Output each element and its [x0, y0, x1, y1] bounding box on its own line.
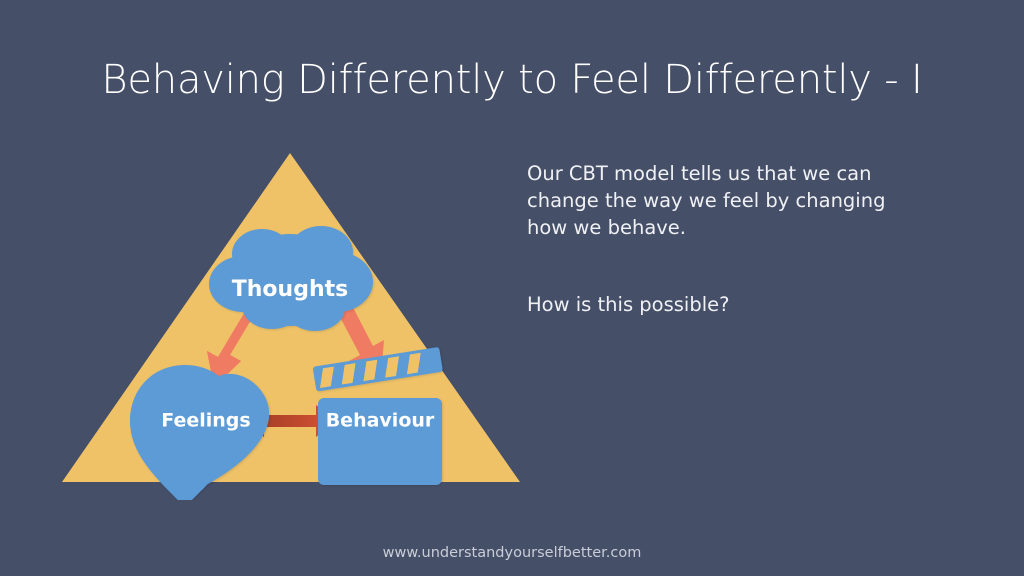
behaviour-node[interactable]: Behaviour	[313, 347, 443, 485]
cloud-icon	[209, 226, 373, 331]
body-text-block: Our CBT model tells us that we can chang…	[527, 160, 927, 318]
body-paragraph-1: Our CBT model tells us that we can chang…	[527, 162, 886, 239]
page-title: Behaving Differently to Feel Differently…	[101, 57, 923, 103]
cbt-triangle-diagram: Thoughts Feelings	[40, 140, 540, 500]
heart-icon	[130, 365, 270, 500]
feelings-label: Feelings	[161, 410, 250, 432]
body-paragraph-2: How is this possible?	[527, 293, 730, 316]
footer-url: www.understandyourselfbetter.com	[382, 545, 642, 561]
behaviour-label: Behaviour	[326, 410, 435, 432]
thoughts-label: Thoughts	[232, 277, 348, 302]
arrow-feelings-behaviour	[243, 405, 337, 437]
clapperboard-icon	[313, 347, 443, 485]
feelings-node[interactable]: Feelings	[130, 365, 270, 500]
thoughts-node[interactable]: Thoughts	[209, 226, 373, 331]
